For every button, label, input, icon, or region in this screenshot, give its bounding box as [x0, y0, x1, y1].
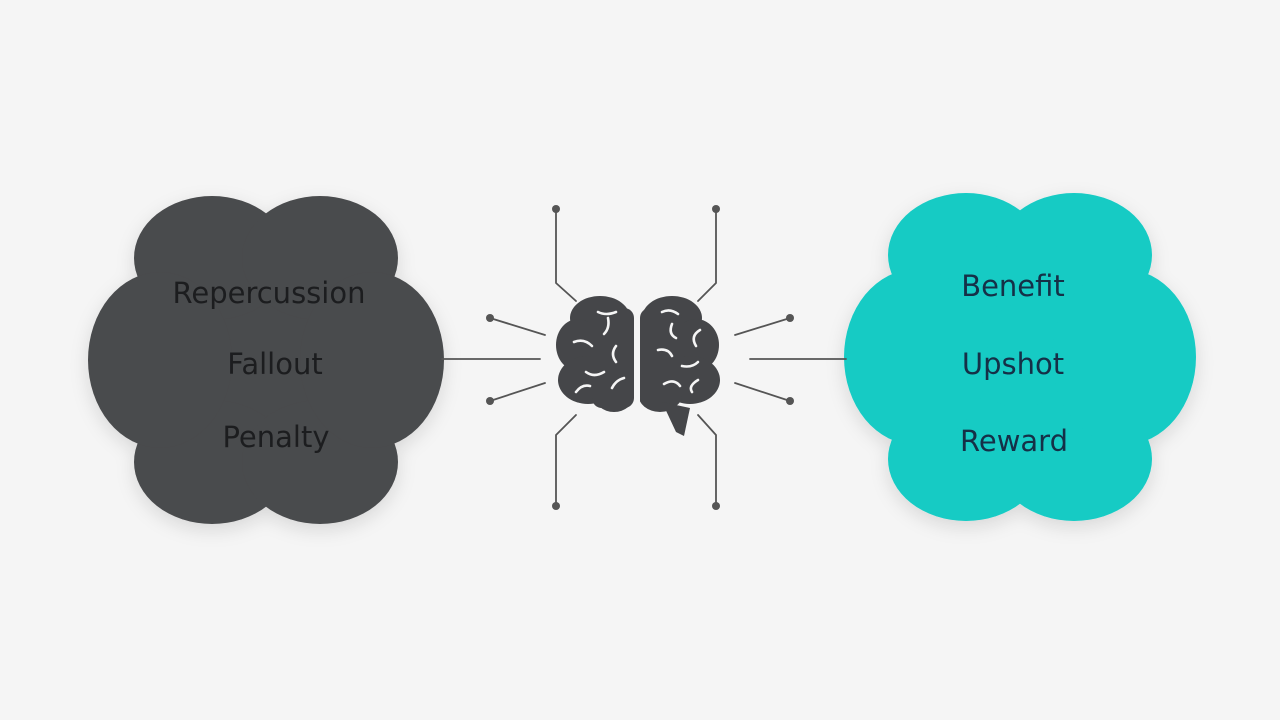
endpoint-dot — [786, 397, 794, 405]
left-cloud-item-2: Fallout — [227, 347, 322, 381]
connector-top-left — [555, 208, 577, 302]
endpoint-dot — [552, 502, 560, 510]
brain-icon — [556, 296, 720, 436]
left-cloud-item-1: Repercussion — [173, 276, 366, 310]
connector-bottom-left — [555, 414, 577, 507]
connector-endpoints — [486, 205, 794, 510]
right-cloud — [844, 193, 1196, 521]
connector-mid-upper-right — [734, 317, 791, 336]
left-cloud-item-3: Penalty — [222, 420, 329, 454]
right-cloud-item-2: Upshot — [962, 347, 1064, 381]
endpoint-dot — [486, 314, 494, 322]
endpoint-dot — [552, 205, 560, 213]
connector-lines — [441, 208, 847, 507]
endpoint-dot — [486, 397, 494, 405]
connector-bottom-right — [697, 414, 717, 507]
endpoint-dot — [786, 314, 794, 322]
endpoint-dot — [712, 205, 720, 213]
right-cloud-item-3: Reward — [960, 424, 1068, 458]
connector-mid-upper-left — [489, 317, 546, 336]
left-cloud — [88, 196, 444, 524]
right-cloud-item-1: Benefit — [961, 269, 1065, 303]
connector-top-right — [697, 208, 717, 302]
endpoint-dot — [712, 502, 720, 510]
connector-mid-lower-right — [734, 382, 791, 402]
connector-mid-lower-left — [489, 382, 546, 402]
